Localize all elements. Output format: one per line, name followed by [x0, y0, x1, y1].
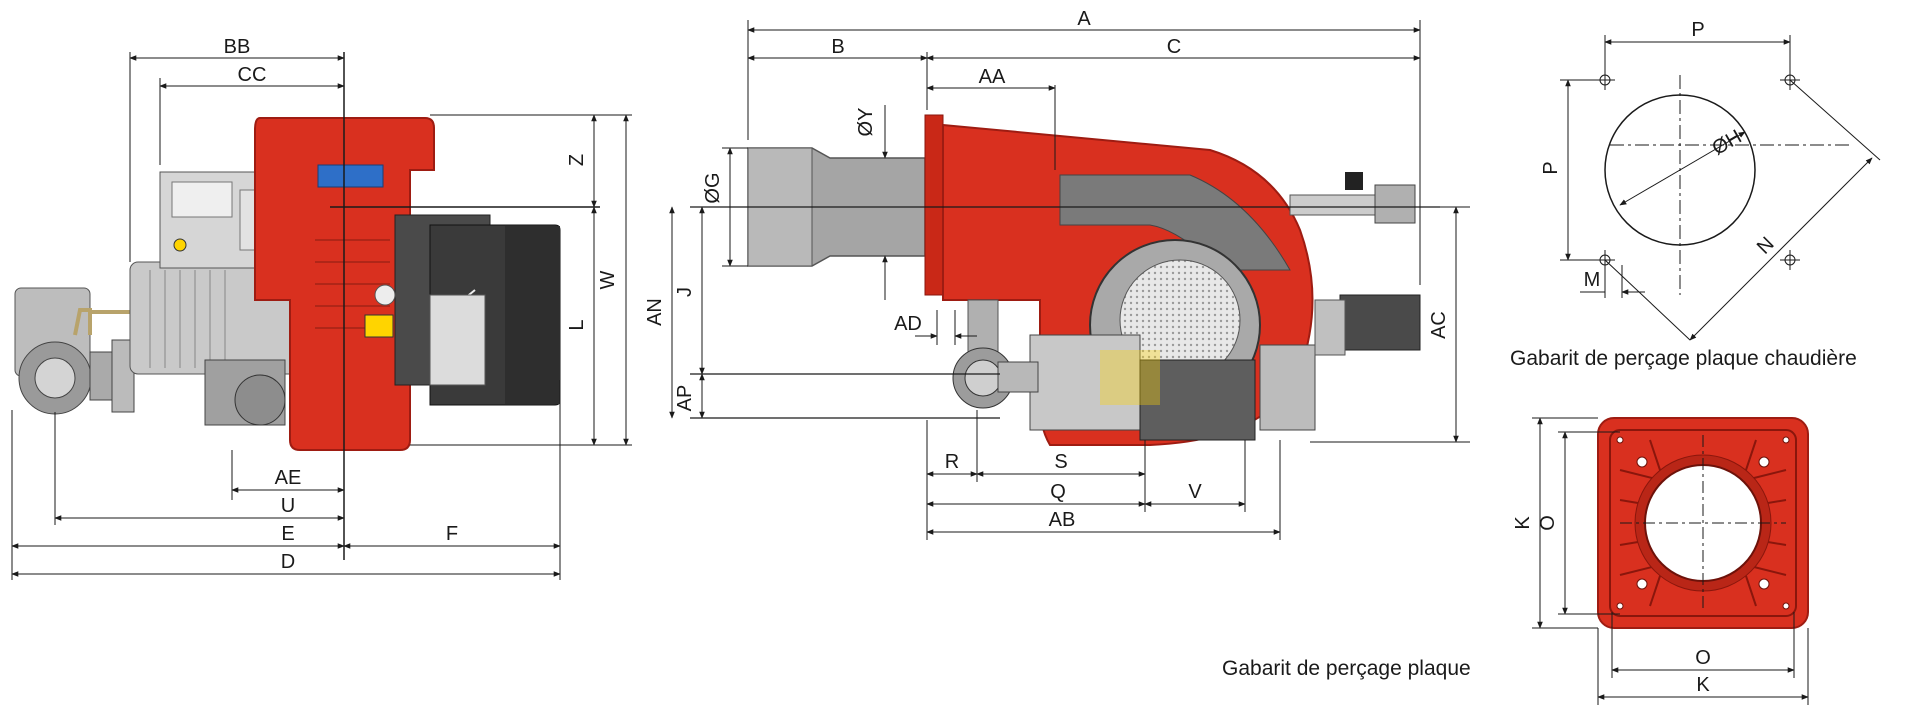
front-view-burner: [747, 114, 1421, 446]
dim-label-k-bottom: K: [1696, 674, 1710, 696]
dim-label-s: S: [1054, 451, 1067, 473]
dim-label-q: Q: [1050, 481, 1066, 503]
dim-label-a: A: [1077, 8, 1091, 30]
dim-label-f: F: [446, 523, 458, 545]
dim-label-o-left: O: [1537, 515, 1559, 531]
dim-label-w: W: [597, 270, 619, 289]
dim-label-l: L: [566, 319, 588, 330]
plate-template-caption: Gabarit de perçage plaque: [1222, 657, 1471, 680]
dim-label-z: Z: [566, 154, 588, 166]
dim-label-b: B: [831, 36, 844, 58]
dim-label-aa: AA: [979, 66, 1006, 88]
dim-label-j: J: [674, 287, 696, 297]
dim-label-c: C: [1167, 36, 1181, 58]
dim-label-ac: AC: [1428, 311, 1450, 339]
dim-label-y: ØY: [855, 108, 877, 137]
dim-label-k-left: K: [1512, 516, 1534, 530]
side-view-dimensions: BB CC Z L W AE U E F D: [11, 36, 632, 580]
plate-drilling-template: K O O K Gabarit de perçage plaque: [1222, 417, 1809, 705]
dim-label-g: ØG: [702, 172, 724, 203]
servo-motor: [1339, 294, 1421, 351]
dim-label-ap: AP: [674, 385, 696, 412]
dim-label-u: U: [281, 495, 295, 517]
side-view-burner: [14, 117, 561, 451]
dim-label-ab: AB: [1049, 509, 1076, 531]
display-panel: [317, 164, 384, 188]
dim-label-p-top: P: [1691, 19, 1704, 41]
dim-label-r: R: [945, 451, 959, 473]
dim-label-an: AN: [644, 298, 666, 326]
dim-label-e: E: [281, 523, 294, 545]
dim-label-ae: AE: [275, 467, 302, 489]
dim-label-cc: CC: [238, 64, 267, 86]
dim-label-bb: BB: [224, 36, 251, 58]
front-view-dimensions: A B C AA ØY ØG AN J AP AD AC R: [644, 8, 1470, 540]
boiler-template-caption: Gabarit de perçage plaque chaudière: [1510, 347, 1857, 370]
dim-label-d: D: [281, 551, 295, 573]
dim-label-p-left: P: [1540, 161, 1562, 174]
boiler-drilling-template: P P ØH M N Gabarit de perçage plaque cha…: [1510, 19, 1881, 370]
dim-label-o-bottom: O: [1695, 647, 1711, 669]
dim-label-v: V: [1188, 481, 1202, 503]
dim-label-h: ØH: [1709, 126, 1746, 160]
dim-label-ad: AD: [894, 313, 922, 335]
dim-label-m: M: [1584, 269, 1601, 291]
